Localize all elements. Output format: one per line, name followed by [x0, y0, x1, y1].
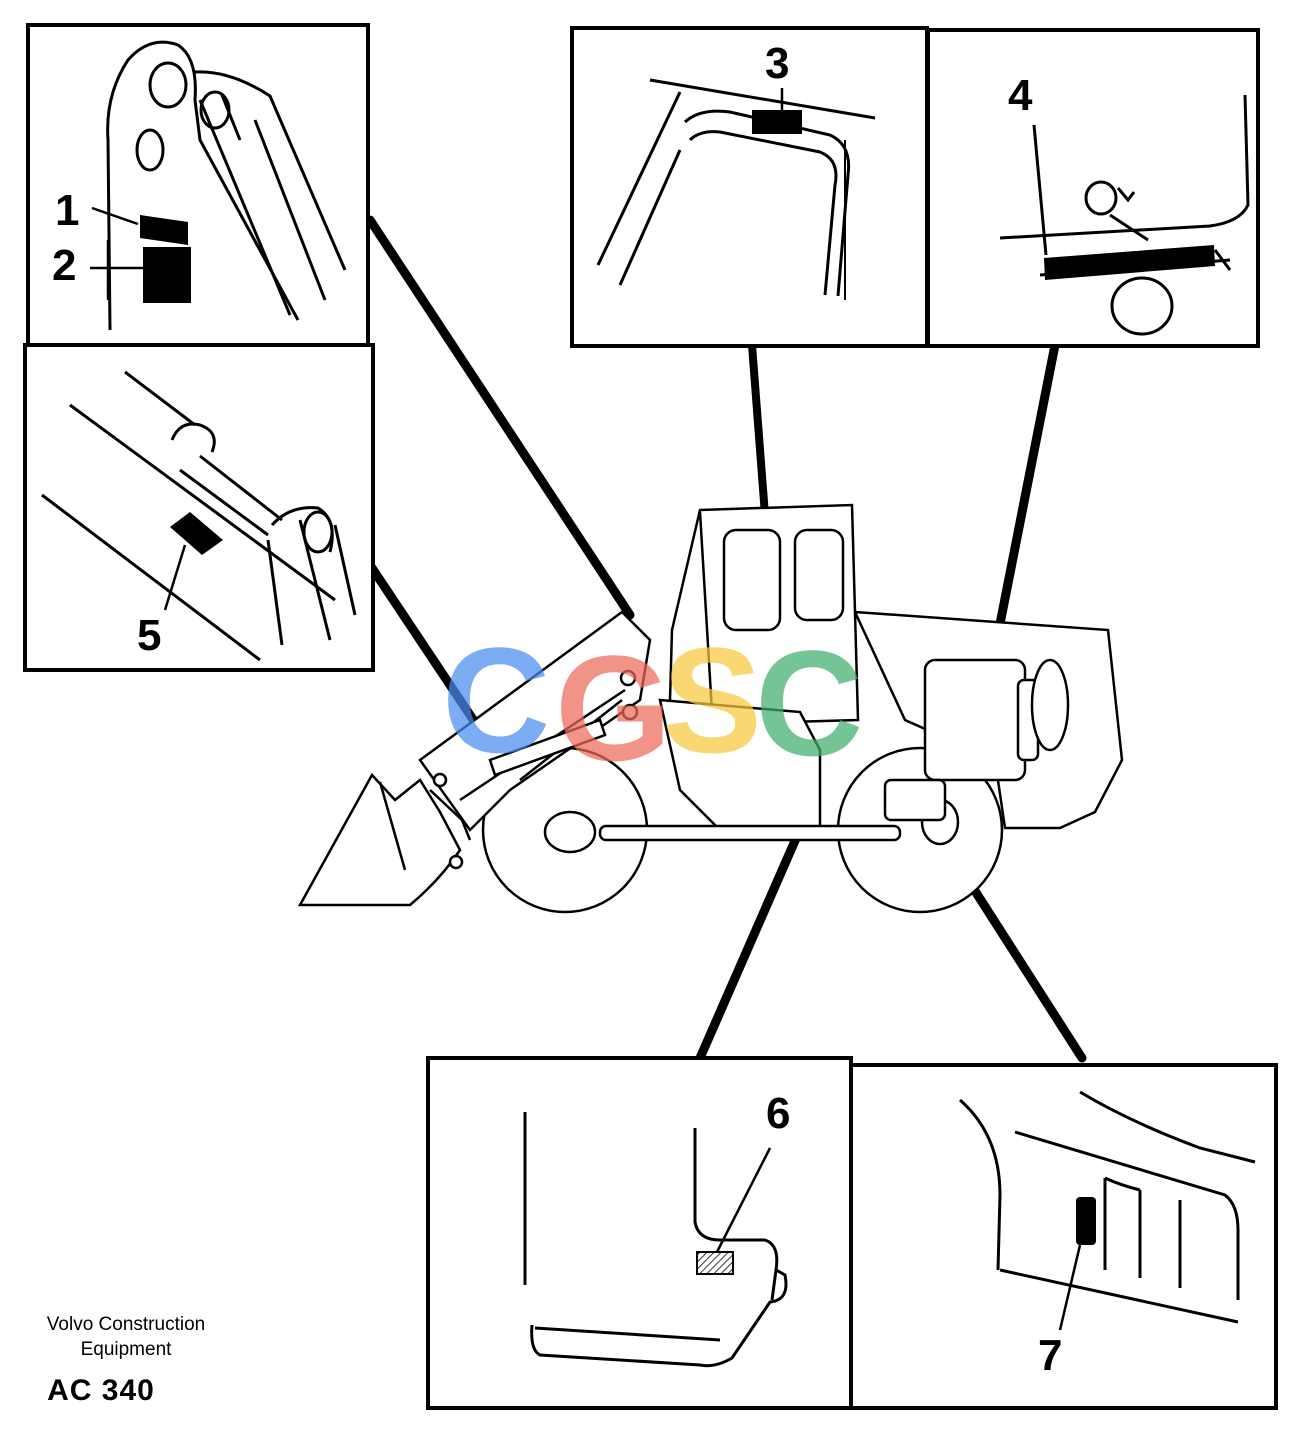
decal-7: [1076, 1197, 1096, 1245]
callout-7: 7: [1038, 1331, 1062, 1380]
watermark-letter-1: C: [442, 616, 550, 784]
callout-4: 4: [1008, 71, 1033, 120]
wheel-loader: [297, 503, 1124, 914]
manufacturer-line-1: Volvo Construction: [46, 1314, 206, 1335]
bucket: [297, 772, 462, 907]
detail-panel-frame-front: 6: [426, 1056, 853, 1410]
footer: Volvo Construction Equipment AC 340: [26, 1312, 226, 1407]
detail-panel-engine-side: 4: [926, 28, 1260, 348]
decal-6: [696, 1251, 734, 1275]
detail-panel-cylinder: 5: [23, 343, 375, 672]
decal-1: [140, 215, 188, 245]
watermark-letter-3: S: [662, 616, 762, 784]
callout-2: 2: [52, 241, 76, 290]
decal-2: [143, 247, 191, 303]
callout-1: 1: [55, 186, 79, 235]
watermark-letter-2: G: [555, 624, 672, 792]
callout-3: 3: [765, 39, 789, 88]
decal-3: [752, 110, 802, 134]
watermark-letter-4: C: [755, 619, 863, 787]
callout-6: 6: [766, 1089, 790, 1138]
manufacturer-line-2: Equipment: [80, 1339, 172, 1360]
detail-panel-frame-rear: 7: [849, 1063, 1278, 1410]
decal-4: [1044, 245, 1215, 280]
decal-5: [170, 512, 223, 555]
boom-arm: [418, 610, 652, 832]
leader-panel-3: [748, 341, 769, 519]
leader-panel-1-2: [365, 215, 635, 620]
callout-5: 5: [137, 611, 161, 660]
engine-block: [923, 658, 1027, 782]
diagram-code: AC 340: [47, 1374, 155, 1407]
leader-lines: [365, 215, 1087, 1063]
detail-panel-boom: 1 2: [26, 23, 370, 347]
watermark: C G S C: [442, 616, 863, 792]
detail-panel-cab-roof: 3: [570, 26, 929, 348]
